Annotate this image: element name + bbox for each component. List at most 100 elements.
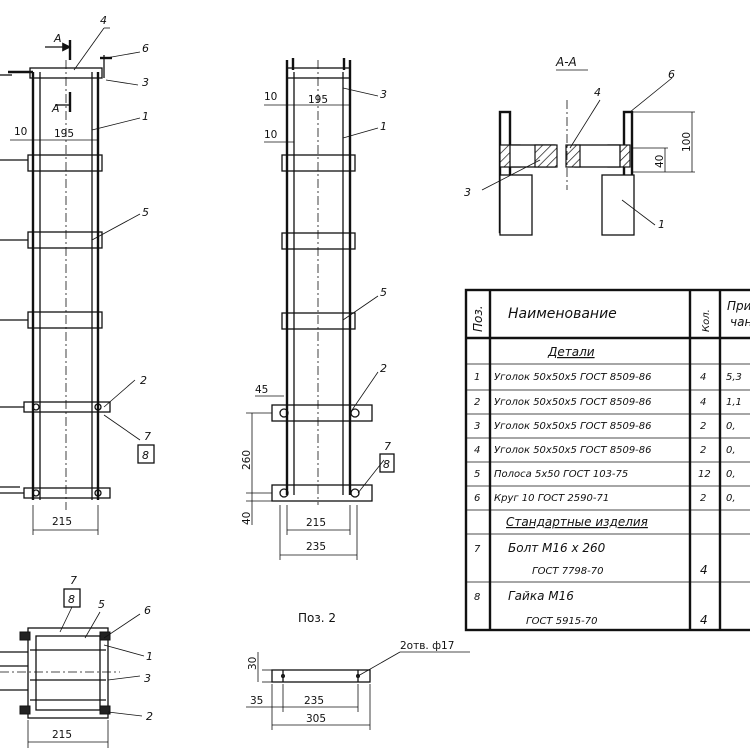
dim-235: 235: [304, 695, 324, 707]
strap: [281, 312, 356, 330]
table-row: 5 Полоса 5х50 ГОСТ 103-75 12 0,: [474, 469, 736, 480]
dim-235: 235: [306, 541, 326, 553]
dim-195: 195: [308, 94, 328, 106]
callout-8: 8: [68, 593, 75, 606]
table-row: ГОСТ 7798-70 4: [532, 563, 708, 577]
callout-1: 1: [658, 218, 665, 231]
callout-7: 7: [384, 440, 391, 453]
callout-2: 2: [380, 362, 387, 375]
dim-30: 30: [247, 657, 259, 670]
dim-40: 40: [241, 512, 253, 525]
part-2-title: Поз. 2: [298, 611, 336, 625]
part-2-detail: Поз. 2 30 2отв. ф17 35 235 305: [246, 611, 470, 730]
plan-view: 215 7 8 5 6 1 3 2: [0, 574, 153, 748]
row-4-qty: 2: [700, 445, 706, 456]
header-pos: Поз.: [471, 305, 485, 332]
callout-1: 1: [142, 110, 149, 123]
row-2-name: Уголок 50х50х5 ГОСТ 8509-86: [494, 397, 652, 408]
table-row: 7 Болт М16 х 260: [474, 541, 606, 555]
dim-215: 215: [52, 516, 72, 528]
callout-3: 3: [380, 88, 387, 101]
row-1-qty: 4: [700, 372, 706, 383]
row-3-pos: 3: [474, 421, 480, 432]
row-4-name: Уголок 50х50х5 ГОСТ 8509-86: [494, 445, 652, 456]
callout-2: 2: [140, 374, 147, 387]
cut-mark-label: А: [53, 32, 62, 45]
strap: [27, 311, 103, 329]
table-row: 1 Уголок 50х50х5 ГОСТ 8509-86 4 5,3: [474, 372, 742, 383]
row-1-name: Уголок 50х50х5 ГОСТ 8509-86: [494, 372, 652, 383]
row-1-pos: 1: [474, 372, 480, 383]
row-5-pos: 5: [474, 469, 480, 480]
row-7-pos: 7: [474, 544, 481, 555]
row-7-name: Болт М16 х 260: [508, 541, 606, 555]
section-title: А-А: [555, 55, 577, 69]
table-row: 6 Круг 10 ГОСТ 2590-71 2 0,: [474, 493, 736, 504]
row-4-note: 0,: [726, 445, 736, 456]
header-note: При: [727, 299, 750, 313]
table-row: 8 Гайка М16: [474, 589, 574, 603]
table-row: 3 Уголок 50х50х5 ГОСТ 8509-86 2 0,: [474, 421, 736, 432]
row-6-note: 0,: [726, 493, 736, 504]
section-details: Детали: [547, 345, 595, 359]
strap: [281, 232, 356, 250]
callout-8: 8: [142, 449, 149, 462]
table-row: 2 Уголок 50х50х5 ГОСТ 8509-86 4 1,1: [474, 397, 742, 408]
row-7b-name: ГОСТ 7798-70: [532, 566, 604, 577]
callout-1: 1: [146, 650, 153, 663]
row-8b-qty: 4: [700, 613, 708, 627]
callout-6: 6: [142, 42, 149, 55]
strap: [281, 154, 356, 172]
callout-7: 7: [70, 574, 77, 587]
row-5-note: 0,: [726, 469, 736, 480]
cut-mark-label-2: А: [51, 102, 60, 115]
callout-5: 5: [98, 598, 105, 611]
row-6-name: Круг 10 ГОСТ 2590-71: [494, 493, 609, 504]
spec-table: Поз. Наименование Кол. При чан Детали 1 …: [464, 288, 750, 632]
row-2-pos: 2: [474, 397, 480, 408]
row-1-note: 5,3: [726, 372, 742, 383]
dim-10: 10: [14, 126, 27, 138]
row-8-name: Гайка М16: [508, 589, 574, 603]
row-7b-qty: 4: [700, 563, 708, 577]
front-view-right: 10 195 10 45 260 40 215 235 3: [241, 58, 395, 560]
dim-35: 35: [250, 695, 263, 707]
callout-7: 7: [144, 430, 151, 443]
row-3-note: 0,: [726, 421, 736, 432]
row-3-qty: 2: [700, 421, 706, 432]
strap: [27, 231, 103, 249]
row-2-note: 1,1: [726, 397, 742, 408]
table-row: 4 Уголок 50х50х5 ГОСТ 8509-86 2 0,: [474, 445, 736, 456]
callout-6: 6: [144, 604, 151, 617]
callout-6: 6: [668, 68, 675, 81]
dim-195: 195: [54, 128, 74, 140]
row-6-pos: 6: [474, 493, 480, 504]
header-name: Наименование: [508, 306, 617, 322]
row-5-qty: 12: [698, 469, 711, 480]
dim-40: 40: [654, 155, 666, 168]
callout-5: 5: [142, 206, 149, 219]
dim-305: 305: [306, 713, 326, 725]
table-row: ГОСТ 5915-70 4: [526, 613, 708, 627]
section-standard: Стандартные изделия: [506, 515, 648, 529]
callout-3: 3: [144, 672, 151, 685]
dim-10a: 10: [264, 91, 277, 103]
holes-note: 2отв. ф17: [400, 640, 454, 652]
header-qty: Кол.: [701, 309, 712, 332]
dim-45: 45: [255, 384, 268, 396]
callout-4: 4: [594, 86, 601, 99]
dim-215: 215: [306, 517, 326, 529]
dim-215: 215: [52, 729, 72, 741]
dim-10b: 10: [264, 129, 277, 141]
row-6-qty: 2: [700, 493, 706, 504]
row-5-name: Полоса 5х50 ГОСТ 103-75: [494, 469, 628, 480]
callout-2: 2: [146, 710, 153, 723]
callout-1: 1: [380, 120, 387, 133]
row-8-pos: 8: [474, 592, 480, 603]
callout-5: 5: [380, 286, 387, 299]
callout-8: 8: [383, 458, 390, 471]
strap: [27, 154, 103, 172]
callout-3: 3: [464, 186, 471, 199]
callout-4: 4: [100, 14, 107, 27]
